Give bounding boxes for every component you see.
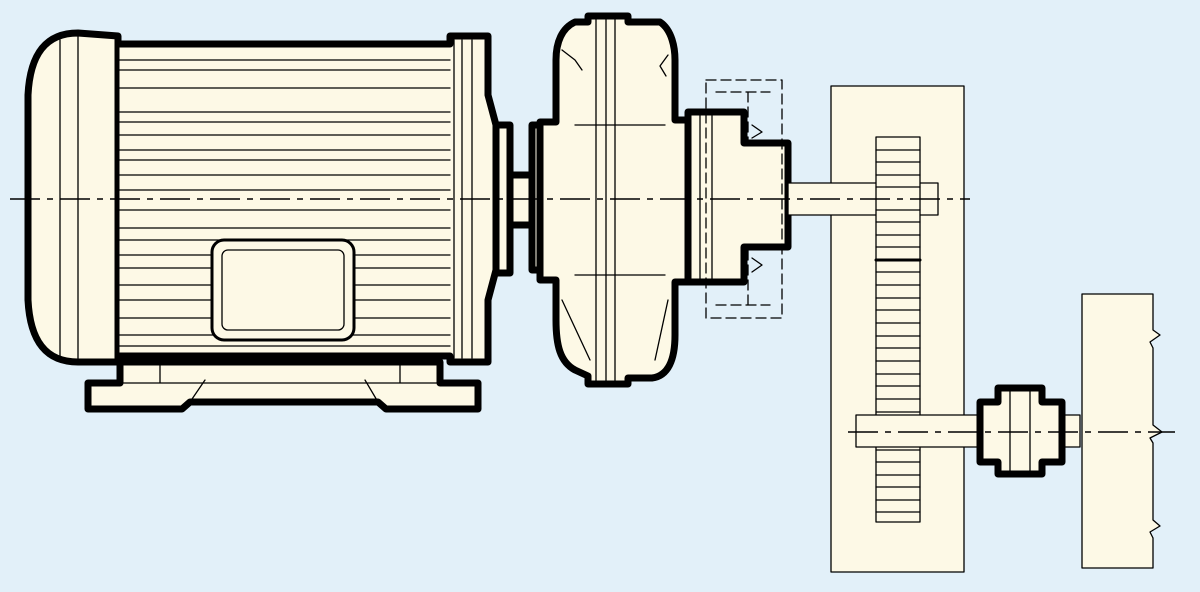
output-coupling (976, 384, 1066, 478)
driven-machine (1081, 293, 1163, 569)
fluid-coupling (528, 12, 692, 388)
coupling-housing (536, 12, 692, 388)
motor (24, 29, 536, 413)
gear-reducer (787, 85, 1081, 573)
motor-end-cap (24, 29, 122, 366)
flexible-coupling (684, 79, 792, 319)
large-gear (874, 136, 922, 523)
motor-foot (84, 358, 482, 413)
